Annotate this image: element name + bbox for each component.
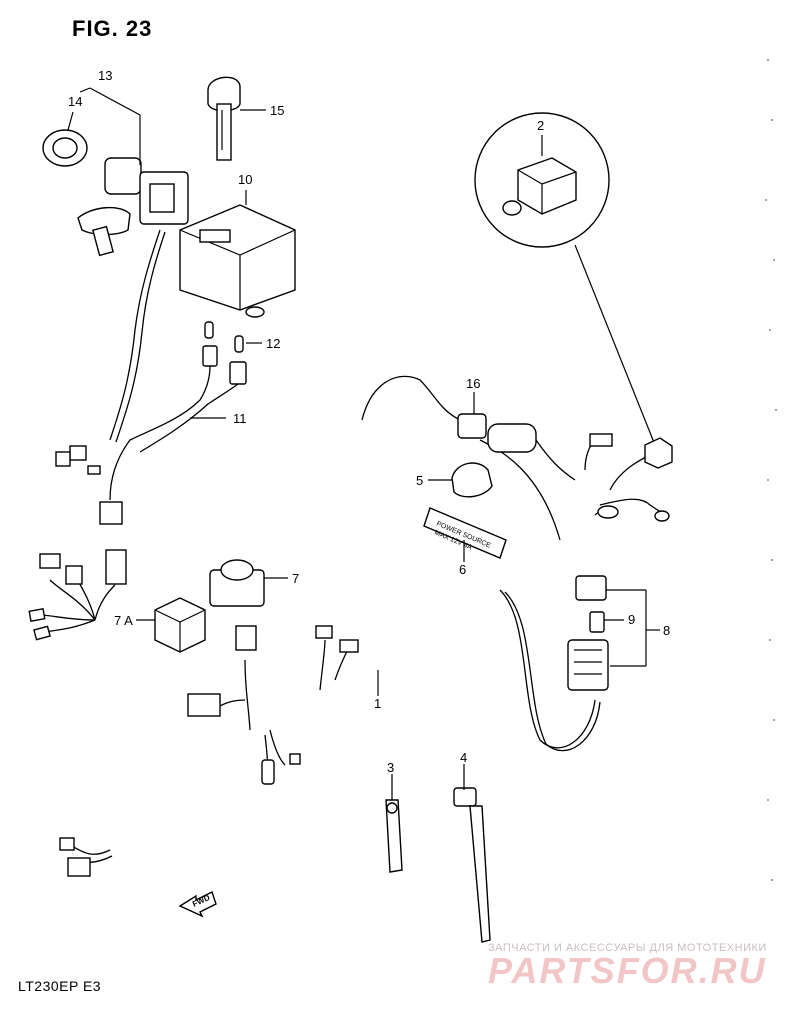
- junction-box: [179, 204, 296, 318]
- part-number-16: 16: [466, 376, 480, 391]
- scan-edge-marks: [765, 59, 777, 881]
- part-number-labels: 1 2 3 4 5 6 7 7 A 8 9 10 11 12 13 14 15 …: [68, 68, 670, 775]
- part-number-7a: 7 A: [114, 613, 133, 628]
- harness-connectors-left: [28, 549, 127, 877]
- model-code: LT230EP E3: [18, 978, 102, 994]
- part-number-12: 12: [266, 336, 280, 351]
- harness-clamp: [451, 462, 493, 498]
- harness-small-connectors: [187, 433, 670, 785]
- part-number-13: 13: [98, 68, 112, 83]
- part-number-5: 5: [416, 473, 423, 488]
- relay-7a: [154, 597, 206, 653]
- part-number-7: 7: [292, 571, 299, 586]
- part-number-11: 11: [233, 411, 247, 426]
- power-source-label: POWER SOURCE MAX 12V 4A: [423, 507, 507, 559]
- starter-relay: [209, 559, 265, 651]
- part-number-10: 10: [238, 172, 252, 187]
- bulb-socket-harness: [99, 321, 247, 525]
- leader-lines: [67, 87, 660, 800]
- cable-tie: [453, 787, 491, 943]
- fuse-holder: [567, 575, 609, 691]
- part-number-6: 6: [459, 562, 466, 577]
- accessory-socket: [361, 375, 576, 481]
- ignition-key: [207, 76, 241, 161]
- watermark-logo: PARTSFOR.RU: [488, 950, 767, 991]
- watermark-subtitle: ЗАПЧАСТИ И АКСЕССУАРЫ ДЛЯ МОТОТЕХНИКИ: [488, 942, 767, 954]
- figure-title: FIG. 23: [72, 16, 153, 41]
- part-number-8: 8: [663, 623, 670, 638]
- ignition-switch-assembly: [42, 129, 189, 475]
- part-number-9: 9: [628, 612, 635, 627]
- part-number-4: 4: [460, 750, 467, 765]
- part-number-14: 14: [68, 94, 82, 109]
- relay-inset: [474, 112, 673, 469]
- part-number-3: 3: [387, 760, 394, 775]
- part-number-2: 2: [537, 118, 544, 133]
- harness-band: [385, 799, 403, 873]
- part-number-15: 15: [270, 103, 284, 118]
- forward-arrow: FWD: [178, 891, 217, 918]
- part-number-1: 1: [374, 696, 381, 711]
